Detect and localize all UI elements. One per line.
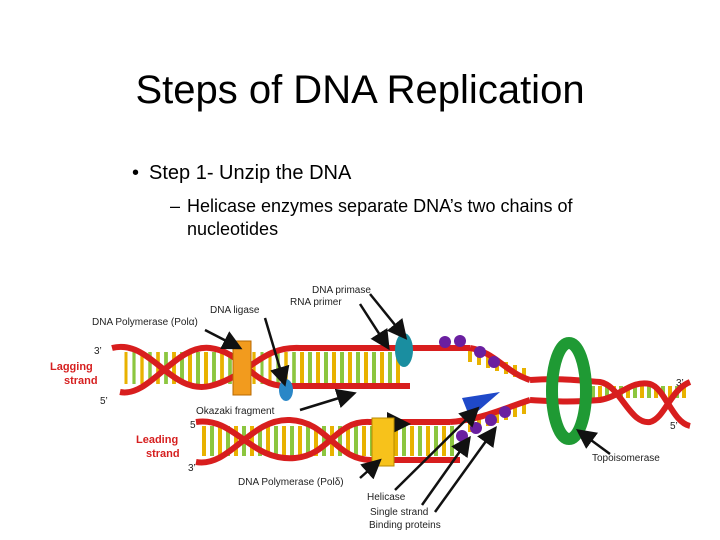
leading-strand-label-1: Leading bbox=[136, 434, 178, 446]
leading-helix-strand-a bbox=[195, 418, 450, 462]
ssb-label-line-1: Single strand bbox=[370, 507, 428, 518]
lagging-helix-strand-b bbox=[119, 344, 410, 396]
single-strand-binding-proteins bbox=[439, 335, 511, 442]
bullet-step-1: • Step 1- Unzip the DNA bbox=[132, 162, 351, 185]
bullet-step-1-text: Step 1- Unzip the DNA bbox=[149, 162, 352, 184]
lagging-5prime-label: 5’ bbox=[100, 396, 108, 407]
topoisomerase-label: Topoisomerase bbox=[592, 453, 660, 464]
topoisomerase-enzyme bbox=[546, 337, 592, 445]
dna-primase bbox=[395, 333, 413, 367]
parent-helix-strand-b bbox=[529, 380, 692, 429]
dna-ligase bbox=[279, 379, 293, 401]
dna-polymerase-alpha-label: DNA Polymerase (Polα) bbox=[92, 317, 198, 328]
slide-title: Steps of DNA Replication bbox=[135, 68, 585, 112]
dna-ligase-label: DNA ligase bbox=[210, 305, 260, 316]
leading-strand-label-2: strand bbox=[146, 448, 180, 460]
helicase-label: Helicase bbox=[367, 492, 406, 503]
lagging-strand-label-1: Lagging bbox=[50, 361, 93, 373]
dna-polymerase-alpha bbox=[232, 340, 252, 396]
bullet-dot-icon: • bbox=[132, 162, 140, 184]
rna-primer-label: RNA primer bbox=[290, 297, 342, 308]
parent-5prime-label: 5’ bbox=[670, 421, 678, 432]
dna-polymerase-delta-label: DNA Polymerase (Polδ) bbox=[238, 477, 344, 488]
parent-3prime-label: 3’ bbox=[676, 378, 684, 389]
bullet-helicase: –Helicase enzymes separate DNA’s two cha… bbox=[170, 195, 640, 241]
callout-lines bbox=[204, 293, 611, 513]
dna-primase-label: DNA primase bbox=[312, 285, 371, 296]
lagging-3prime-label: 3’ bbox=[94, 346, 102, 357]
leading-3prime-label: 3’ bbox=[188, 463, 196, 474]
bullet-helicase-text: Helicase enzymes separate DNA’s two chai… bbox=[187, 196, 573, 239]
leading-5prime-label: 5’ bbox=[190, 420, 198, 431]
ssb-label-line-2: Binding proteins bbox=[369, 520, 441, 531]
leading-helix-strand-b bbox=[195, 416, 460, 466]
okazaki-fragment-label: Okazaki fragment bbox=[196, 406, 275, 417]
dna-polymerase-delta bbox=[371, 417, 395, 467]
lagging-strand-label-2: strand bbox=[64, 375, 98, 387]
dash-icon: – bbox=[170, 196, 181, 216]
